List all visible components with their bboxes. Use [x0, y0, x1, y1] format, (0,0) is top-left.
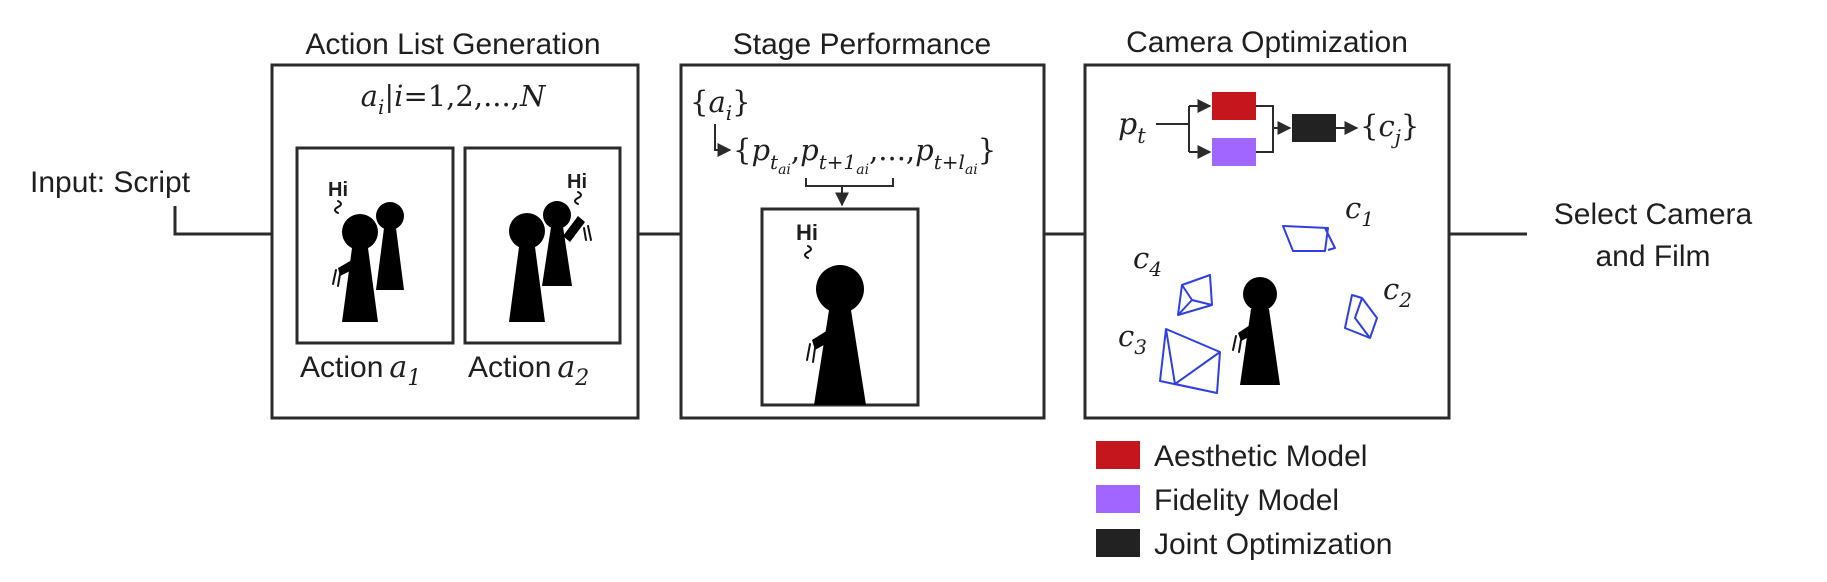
stage3-title: Camera Optimization — [1126, 26, 1408, 59]
output-label-line2: and Film — [1595, 240, 1710, 273]
character-figure-2 — [509, 201, 592, 322]
svg-text:c3: c3 — [1118, 319, 1147, 359]
stage3-input-var: pt — [1118, 107, 1146, 148]
stage-stage-performance: Stage Performance {ai} {ptai,pt+1ai,...,… — [679, 28, 1046, 420]
bubble-hi-1: Hi — [328, 179, 348, 214]
aesthetic-model-block — [1212, 92, 1256, 120]
sequence-brace — [805, 178, 894, 187]
legend-item-joint: Joint Optimization — [1096, 528, 1392, 561]
camera-c3: c3 — [1118, 319, 1221, 394]
input-connector — [173, 206, 272, 236]
stage3-output-set: {cj} — [1360, 109, 1419, 149]
svg-text:c4: c4 — [1133, 241, 1162, 281]
legend-swatch-aesthetic — [1096, 441, 1140, 469]
legend-swatch-fidelity — [1096, 485, 1140, 513]
character-figure-4 — [1232, 277, 1280, 385]
bubble-hi-3: Hi — [796, 220, 818, 259]
character-figure-3 — [806, 265, 866, 405]
legend-label-joint: Joint Optimization — [1154, 528, 1392, 561]
fidelity-model-block — [1212, 138, 1256, 166]
legend-item-aesthetic: Aesthetic Model — [1096, 440, 1367, 473]
legend-item-fidelity: Fidelity Model — [1096, 484, 1339, 517]
legend-swatch-joint — [1096, 529, 1140, 557]
camera-c4: c4 — [1133, 241, 1213, 316]
stage2-set-label: {ai} — [690, 85, 751, 125]
svg-text:c2: c2 — [1383, 272, 1412, 312]
optimization-flow — [1156, 92, 1359, 166]
legend-label-fidelity: Fidelity Model — [1154, 484, 1339, 517]
stage1-formula: ai|i=1,2,...,N — [361, 79, 547, 119]
character-figure-1 — [332, 202, 404, 322]
svg-text:Hi: Hi — [567, 171, 587, 193]
stage-action-list-generation: Action List Generation ai|i=1,2,...,N Hi… — [270, 28, 640, 420]
output-label-line1: Select Camera — [1554, 198, 1753, 231]
stage2-sequence: {ptai,pt+1ai,...,pt+lai} — [733, 133, 996, 178]
svg-text:Hi: Hi — [328, 179, 348, 201]
connectors — [173, 206, 1527, 236]
camera-c2: c2 — [1344, 272, 1412, 339]
svg-text:c1: c1 — [1345, 191, 1374, 231]
stage-camera-optimization: Camera Optimization pt {cj} c1 c2 — [1083, 26, 1451, 420]
input-label: Input: Script — [30, 166, 191, 199]
legend: Aesthetic Model Fidelity Model Joint Opt… — [1096, 440, 1392, 561]
legend-label-aesthetic: Aesthetic Model — [1154, 440, 1367, 473]
camera-c1: c1 — [1282, 191, 1374, 252]
stage2-title: Stage Performance — [733, 28, 991, 61]
stage1-title: Action List Generation — [305, 28, 600, 61]
joint-optimization-block — [1292, 114, 1336, 142]
set-to-sequence-arrow — [714, 124, 732, 157]
bubble-hi-2: Hi — [567, 171, 587, 205]
svg-text:Hi: Hi — [796, 220, 818, 245]
